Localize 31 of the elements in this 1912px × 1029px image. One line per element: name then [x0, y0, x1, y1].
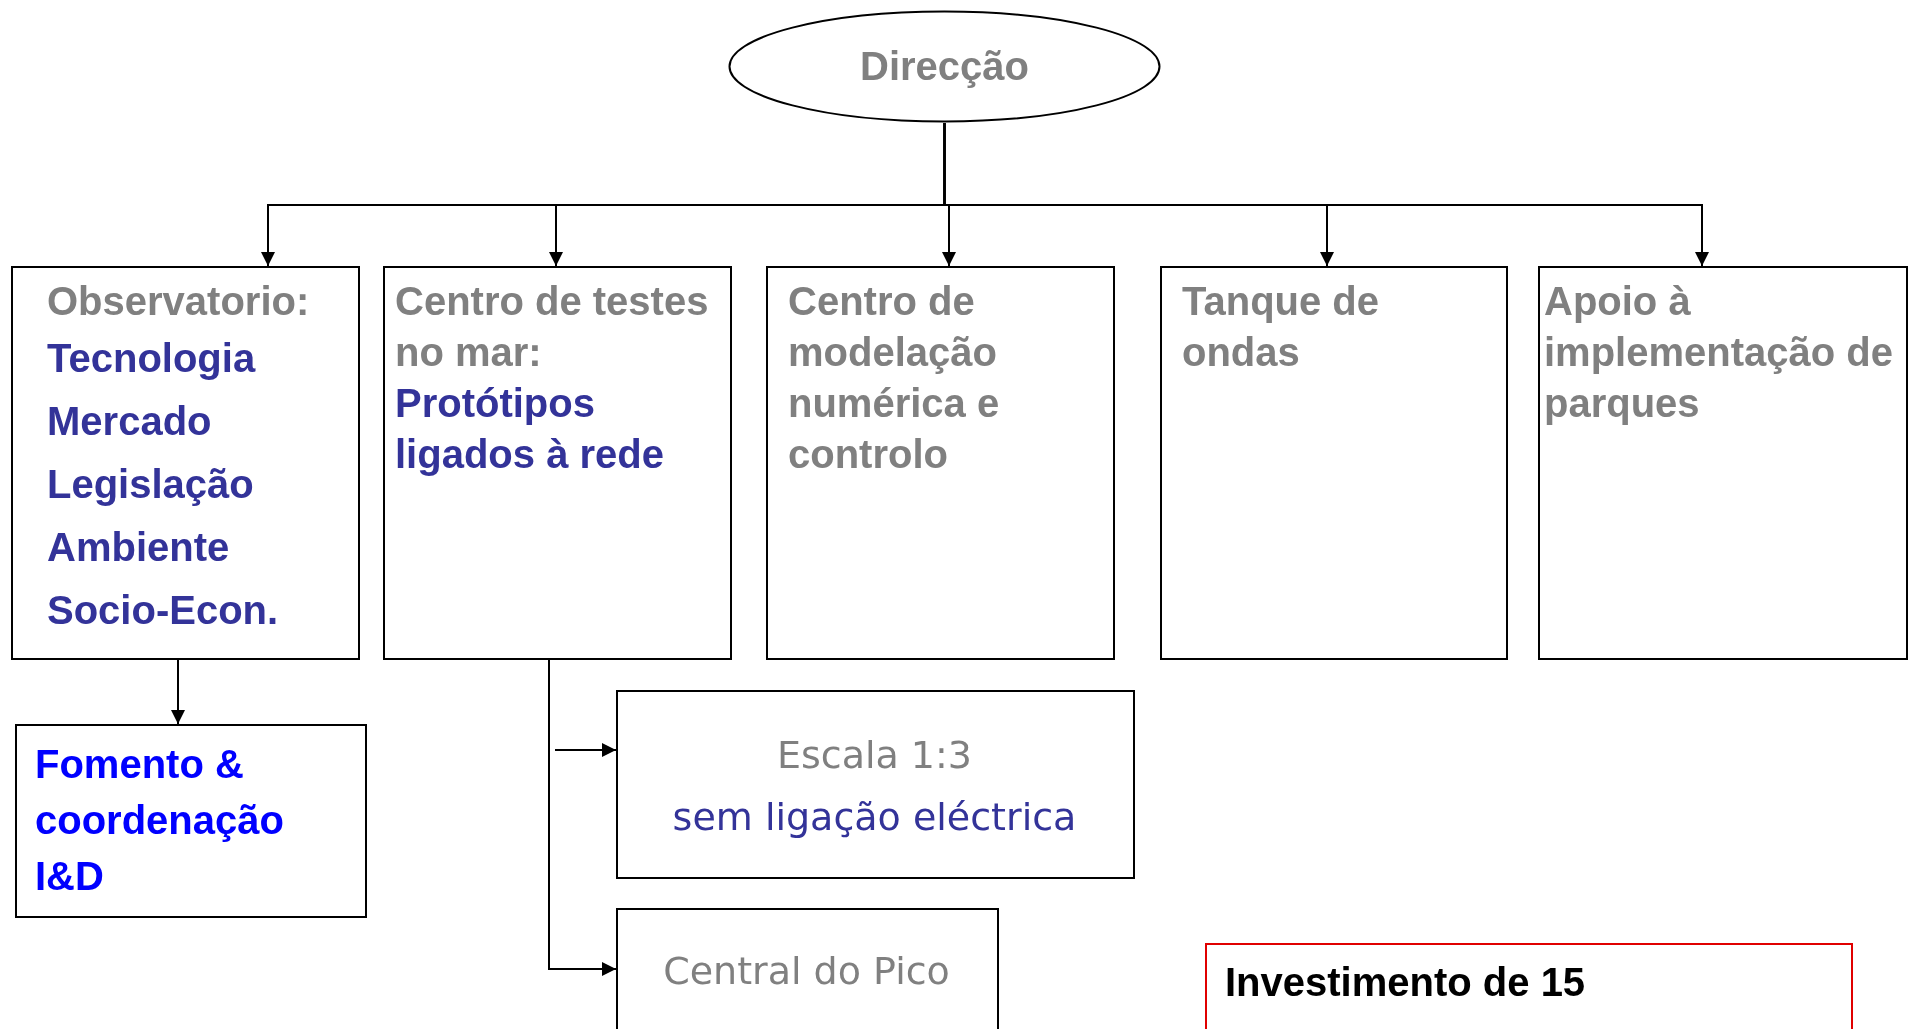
box-label: Apoio à implementação de parques — [1544, 278, 1894, 427]
process-box — [15, 724, 367, 918]
arrow — [943, 122, 1709, 267]
process-box — [1160, 266, 1508, 660]
note-box — [1205, 943, 1853, 1029]
box-label: Mercado — [47, 398, 213, 445]
box-label: Tecnologia — [47, 335, 257, 382]
box-label: Tanque de ondas — [1182, 278, 1381, 376]
box-label: Ambiente — [47, 524, 231, 571]
process-box — [616, 690, 1135, 879]
box-label: Socio-Econ. — [47, 587, 280, 634]
process-box — [1538, 266, 1908, 660]
box-label: Central do Pico — [662, 948, 951, 995]
box-label: Direcção — [860, 43, 1029, 90]
process-box — [616, 908, 999, 1029]
box-label: Legislação — [47, 461, 255, 508]
box-label: Centro de modelação numérica e controlo — [788, 278, 1001, 478]
process-box — [11, 266, 360, 660]
box-label: Protótipos ligados à rede — [395, 380, 665, 478]
box-heading: Observatorio: — [47, 278, 311, 325]
box-label: Investimento de 15 — [1225, 959, 1587, 1006]
arrow — [554, 743, 617, 757]
arrow — [548, 659, 617, 976]
arrow — [171, 659, 185, 725]
ellipse-node — [728, 10, 1161, 123]
box-heading: Centro de testes no mar: — [395, 278, 710, 376]
process-box — [383, 266, 732, 660]
box-label: sem ligação eléctrica — [671, 794, 1078, 841]
box-label: Fomento & coordenação I&D — [35, 741, 285, 900]
box-label: Escala 1:3 — [775, 732, 974, 779]
process-box — [766, 266, 1115, 660]
